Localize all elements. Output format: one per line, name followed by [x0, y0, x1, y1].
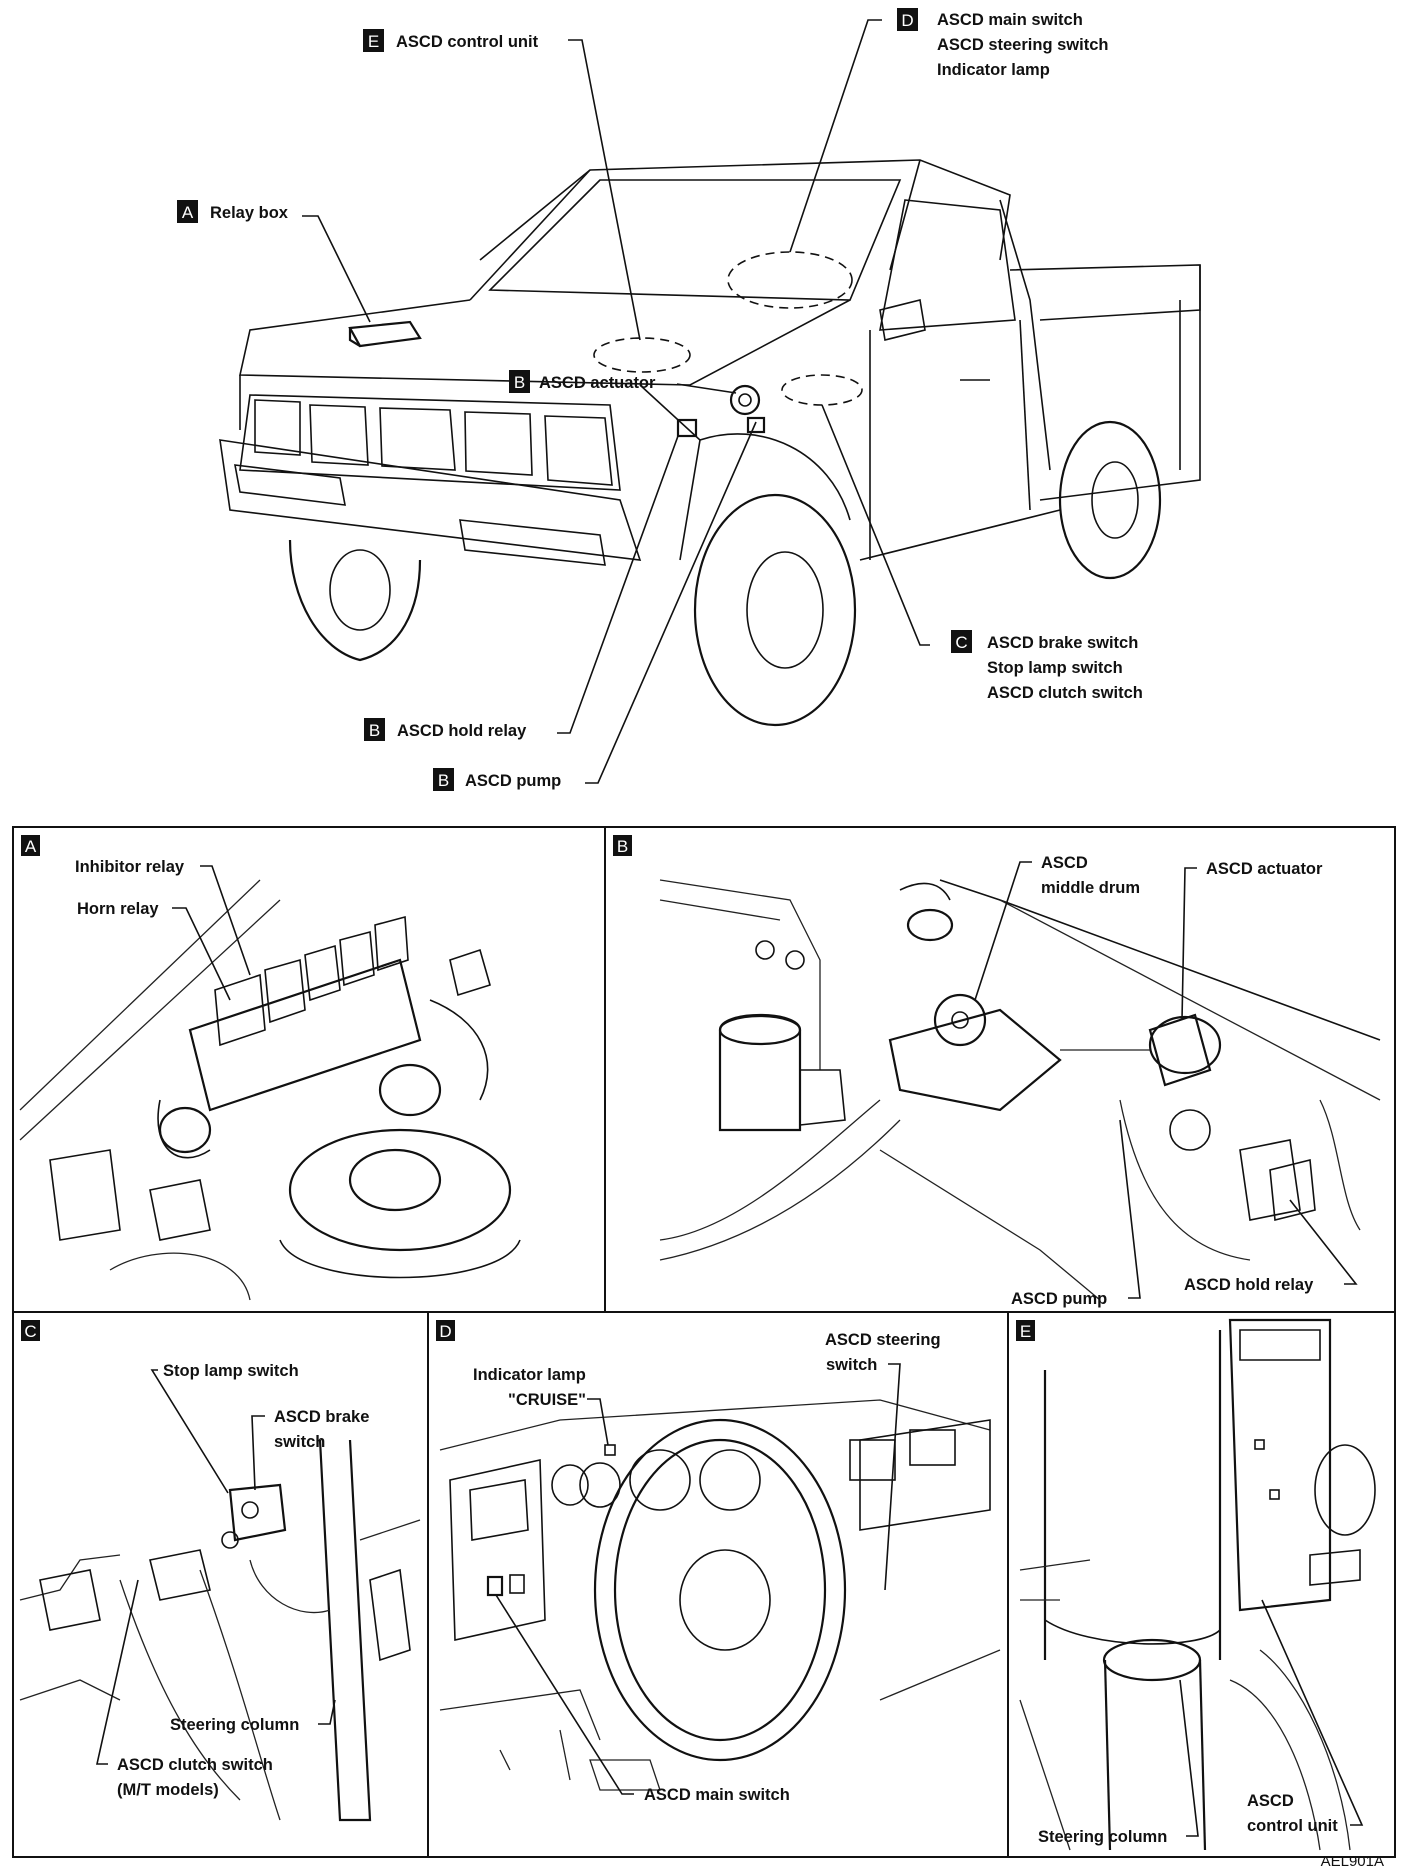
- label-steering-column: Steering column: [170, 1716, 299, 1734]
- callout-line-1: ASCD brake switch: [987, 634, 1138, 652]
- tag-c: C: [21, 1320, 40, 1341]
- tag-letter: A: [182, 203, 194, 222]
- tag-b: B: [433, 768, 454, 791]
- tag-d: D: [897, 8, 918, 31]
- callout-line-2: Stop lamp switch: [987, 659, 1123, 677]
- callout-line-3: ASCD clutch switch: [987, 684, 1143, 702]
- tag-e: E: [363, 29, 384, 52]
- callout-b-actuator: B ASCD actuator: [509, 370, 656, 393]
- tag-letter: B: [438, 771, 449, 790]
- tag-a: A: [21, 835, 40, 856]
- tag-letter: E: [1020, 1322, 1031, 1341]
- tag-letter: B: [617, 837, 628, 856]
- tag-letter: B: [514, 373, 525, 392]
- callout-label: ASCD actuator: [539, 374, 656, 392]
- tag-b: B: [613, 835, 632, 856]
- label-stop-lamp-switch: Stop lamp switch: [163, 1362, 299, 1380]
- panel-b-engine-compartment: B ASCD: [604, 826, 1396, 1313]
- tag-e: E: [1016, 1320, 1035, 1341]
- engine-compartment-drawing: [659, 879, 1381, 1301]
- panel-e-control-unit: E Steering column ASCD control unit: [1007, 1311, 1396, 1858]
- figure-code: AEL901A: [1321, 1853, 1384, 1870]
- label-horn-relay: Horn relay: [77, 900, 159, 918]
- label-steering-switch-2: switch: [826, 1356, 877, 1374]
- tag-letter: B: [369, 721, 380, 740]
- label-indicator-lamp-2: "CRUISE": [508, 1391, 586, 1409]
- callout-b-pump: B ASCD pump: [433, 768, 561, 791]
- tag-letter: D: [901, 11, 913, 30]
- tag-letter: C: [955, 633, 967, 652]
- label-hold-relay: ASCD hold relay: [1184, 1276, 1314, 1294]
- label-actuator: ASCD actuator: [1206, 860, 1323, 878]
- label-inhibitor-relay: Inhibitor relay: [75, 858, 185, 876]
- panel-a-relay-box: A Inhibitor relay Horn relay: [12, 826, 606, 1313]
- callout-line-3: Indicator lamp: [937, 61, 1050, 79]
- label-control-unit-1: ASCD: [1247, 1792, 1294, 1810]
- label-middle-drum-1: ASCD: [1041, 854, 1088, 872]
- panel-c-pedal-switches: C Stop lamp switch ASCD brake switch Ste…: [12, 1311, 429, 1858]
- callout-label: Relay box: [210, 204, 289, 222]
- label-clutch-switch-1: ASCD clutch switch: [117, 1756, 273, 1774]
- callout-label: ASCD control unit: [396, 33, 539, 51]
- tag-d: D: [436, 1320, 455, 1341]
- tag-c: C: [951, 630, 972, 653]
- label-clutch-switch-2: (M/T models): [117, 1781, 219, 1799]
- label-steering-column: Steering column: [1038, 1828, 1167, 1846]
- tag-letter: E: [368, 32, 379, 51]
- callout-e-control-unit: E ASCD control unit: [363, 29, 539, 52]
- label-control-unit-2: control unit: [1247, 1817, 1338, 1835]
- label-middle-drum-2: middle drum: [1041, 879, 1140, 897]
- callout-label: ASCD hold relay: [397, 722, 527, 740]
- callout-a-relay-box: A Relay box: [177, 200, 289, 223]
- panel-d-dashboard: D Indicator lamp "CRUISE": [427, 1311, 1009, 1858]
- label-indicator-lamp-1: Indicator lamp: [473, 1366, 586, 1384]
- tag-letter: A: [25, 837, 37, 856]
- label-main-switch: ASCD main switch: [644, 1786, 790, 1804]
- callout-label: ASCD pump: [465, 772, 561, 790]
- callout-d-switches: D ASCD main switch ASCD steering switch …: [897, 8, 1108, 79]
- callout-b-hold-relay: B ASCD hold relay: [364, 718, 527, 741]
- tag-a: A: [177, 200, 198, 223]
- tag-letter: C: [24, 1322, 36, 1341]
- label-pump: ASCD pump: [1011, 1290, 1107, 1308]
- tag-b: B: [509, 370, 530, 393]
- label-steering-switch-1: ASCD steering: [825, 1331, 941, 1349]
- dashboard-drawing: [439, 1399, 1001, 1791]
- control-unit-drawing: [1019, 1318, 1376, 1851]
- pedal-switches-drawing: [19, 1439, 421, 1822]
- top-leader-lines: [302, 19, 930, 784]
- tag-letter: D: [439, 1322, 451, 1341]
- callout-line-2: ASCD steering switch: [937, 36, 1108, 54]
- tag-b: B: [364, 718, 385, 741]
- truck-illustration: [219, 159, 1201, 727]
- label-brake-switch-1: ASCD brake: [274, 1408, 369, 1426]
- label-brake-switch-2: switch: [274, 1433, 325, 1451]
- callout-c-brake-switches: C ASCD brake switch Stop lamp switch ASC…: [951, 630, 1143, 702]
- relay-box-drawing: [19, 879, 521, 1301]
- callout-line-1: ASCD main switch: [937, 11, 1083, 29]
